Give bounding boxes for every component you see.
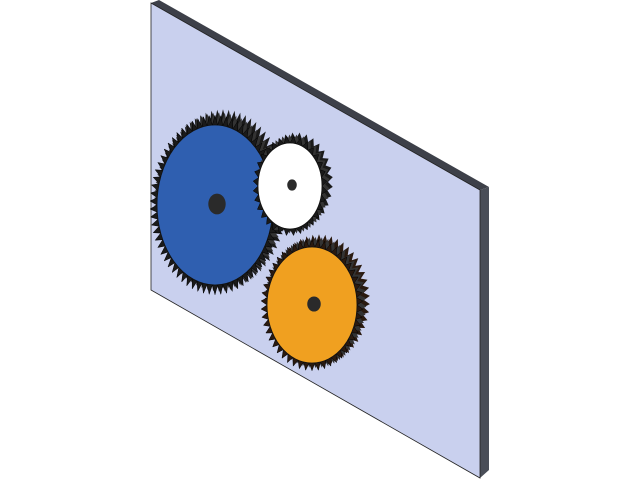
medium-gear-hub-hole — [307, 296, 321, 312]
plate-side-edge — [480, 187, 489, 478]
large-gear-hub-hole — [208, 193, 226, 215]
plate-top-edge — [151, 0, 489, 190]
small-gear-hub-hole — [287, 179, 297, 191]
